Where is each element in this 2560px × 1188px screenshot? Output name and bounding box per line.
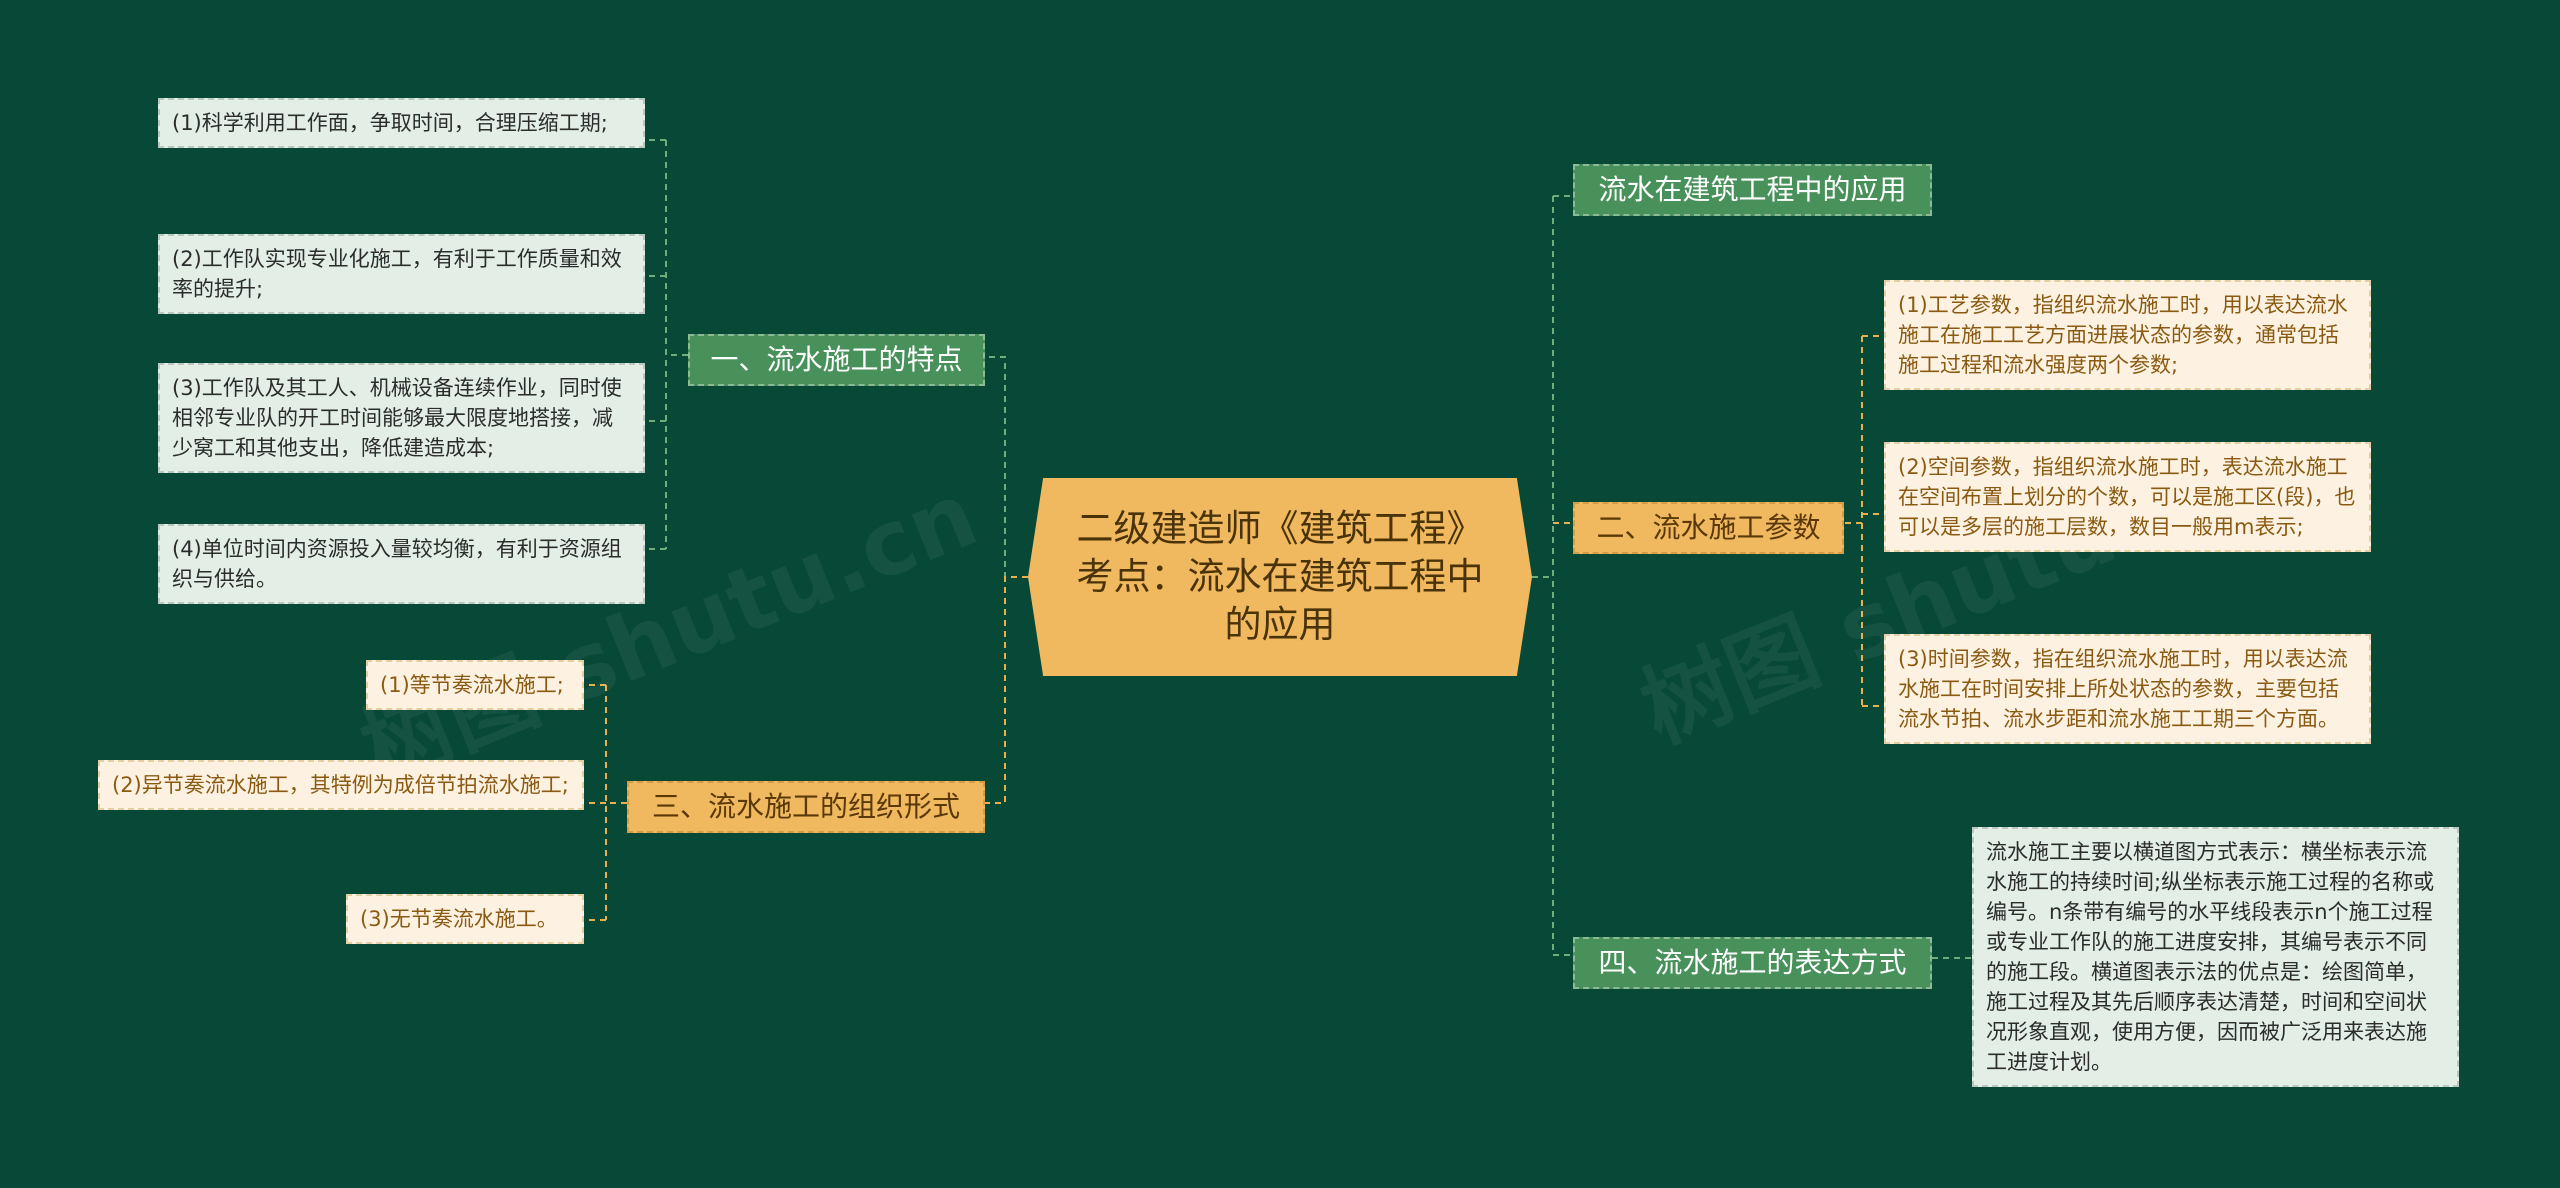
leaf-text: (1)等节奏流水施工; [380, 673, 564, 697]
leaf-text: (2)工作队实现专业化施工，有利于工作质量和效率的提升; [172, 247, 622, 301]
link-center-characteristics [985, 356, 1028, 578]
leaf-text: (1)科学利用工作面，争取时间，合理压缩工期; [172, 111, 608, 135]
leaf-text: (1)工艺参数，指组织流水施工时，用以表达流水施工在施工工艺方面进展状态的参数，… [1898, 293, 2348, 377]
leaf-text: 流水施工主要以横道图方式表示：横坐标表示流水施工的持续时间;纵坐标表示施工过程的… [1986, 840, 2435, 1074]
leaf-parameter-2[interactable]: (2)空间参数，指组织流水施工时，表达流水施工在空间布置上划分的个数，可以是施工… [1884, 442, 2371, 552]
branch-label: 流水在建筑工程中的应用 [1598, 173, 1907, 206]
branch-label: 二、流水施工参数 [1596, 511, 1821, 544]
branch-expression[interactable]: 四、流水施工的表达方式 [1573, 937, 1932, 989]
branch-label: 四、流水施工的表达方式 [1598, 946, 1907, 979]
leaf-text: (2)异节奏流水施工，其特例为成倍节拍流水施工; [112, 773, 569, 797]
leaf-parameter-3[interactable]: (3)时间参数，指在组织流水施工时，用以表达流水施工在时间安排上所处状态的参数，… [1884, 634, 2371, 744]
leaf-form-1[interactable]: (1)等节奏流水施工; [366, 660, 584, 710]
link-center-forms [985, 576, 1028, 804]
leaf-form-3[interactable]: (3)无节奏流水施工。 [346, 894, 584, 944]
central-topic-text: 二级建造师《建筑工程》考点：流水在建筑工程中的应用 [1076, 507, 1484, 646]
link-forms-leaves [584, 684, 627, 921]
branch-label: 一、流水施工的特点 [710, 343, 963, 376]
leaf-form-2[interactable]: (2)异节奏流水施工，其特例为成倍节拍流水施工; [98, 760, 584, 810]
leaf-text: (3)工作队及其工人、机械设备连续作业，同时使相邻专业队的开工时间能够最大限度地… [172, 376, 622, 460]
leaf-characteristic-4[interactable]: (4)单位时间内资源投入量较均衡，有利于资源组织与供给。 [158, 524, 645, 604]
leaf-parameter-1[interactable]: (1)工艺参数，指组织流水施工时，用以表达流水施工在施工工艺方面进展状态的参数，… [1884, 280, 2371, 390]
link-center-right [1532, 195, 1573, 956]
link-characteristics-leaves [645, 139, 688, 550]
leaf-text: (3)时间参数，指在组织流水施工时，用以表达流水施工在时间安排上所处状态的参数，… [1898, 647, 2348, 731]
leaf-expression-1[interactable]: 流水施工主要以横道图方式表示：横坐标表示流水施工的持续时间;纵坐标表示施工过程的… [1972, 827, 2459, 1087]
branch-characteristics[interactable]: 一、流水施工的特点 [688, 334, 985, 386]
branch-parameters[interactable]: 二、流水施工参数 [1573, 502, 1844, 554]
leaf-characteristic-3[interactable]: (3)工作队及其工人、机械设备连续作业，同时使相邻专业队的开工时间能够最大限度地… [158, 363, 645, 473]
branch-application[interactable]: 流水在建筑工程中的应用 [1573, 164, 1932, 216]
branch-label: 三、流水施工的组织形式 [651, 790, 960, 823]
branch-forms[interactable]: 三、流水施工的组织形式 [627, 781, 985, 833]
leaf-text: (2)空间参数，指组织流水施工时，表达流水施工在空间布置上划分的个数，可以是施工… [1898, 455, 2356, 539]
leaf-text: (3)无节奏流水施工。 [360, 907, 558, 931]
leaf-text: (4)单位时间内资源投入量较均衡，有利于资源组织与供给。 [172, 537, 622, 591]
central-topic[interactable]: 二级建造师《建筑工程》考点：流水在建筑工程中的应用 [1028, 478, 1532, 676]
leaf-characteristic-1[interactable]: (1)科学利用工作面，争取时间，合理压缩工期; [158, 98, 645, 148]
leaf-characteristic-2[interactable]: (2)工作队实现专业化施工，有利于工作质量和效率的提升; [158, 234, 645, 314]
